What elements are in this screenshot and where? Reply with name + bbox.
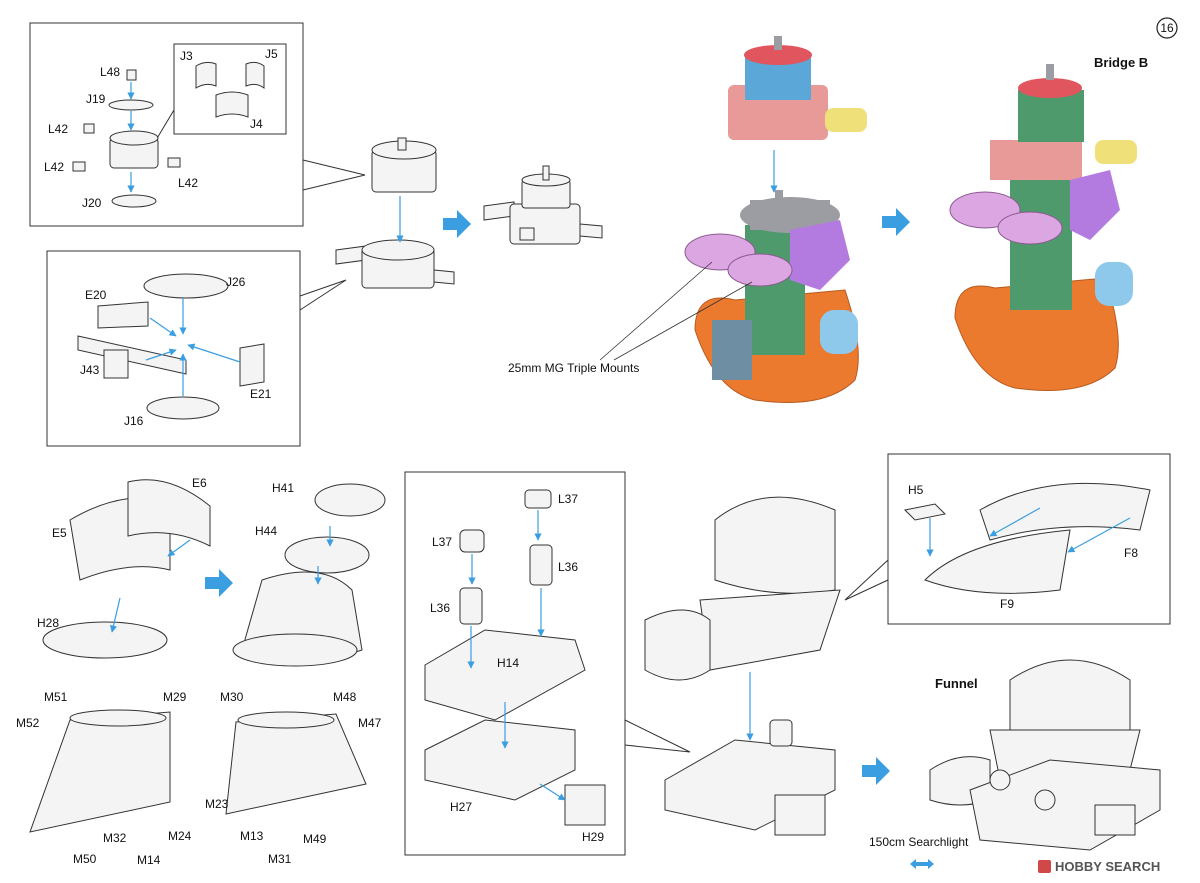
step-arrow-icon	[443, 210, 471, 238]
part-label-l42: L42	[178, 176, 198, 190]
part-label-e5: E5	[52, 526, 67, 540]
page-number-badge: 16	[1156, 17, 1178, 39]
mg-mounts-callout	[599, 261, 753, 361]
double-arrow-icon	[910, 859, 934, 869]
part-label-j4: J4	[250, 117, 263, 131]
part-label-h14: H14	[497, 656, 519, 670]
part-label-e20: E20	[85, 288, 107, 302]
subassembly-box-2: J26 E20 J43 E21 J16	[46, 250, 347, 447]
part-label-l37: L37	[432, 535, 452, 549]
part-label-j5: J5	[265, 47, 278, 61]
part-label-f8: F8	[1124, 546, 1138, 560]
searchlight-callout: 150cm Searchlight	[869, 835, 969, 869]
funnel-assembly	[644, 496, 841, 681]
step-arrow-icon	[205, 569, 233, 597]
pipe-set-right	[225, 711, 367, 815]
funnel-base-assembly	[664, 719, 836, 836]
part-label-l42: L42	[44, 160, 64, 174]
part-label-e6: E6	[192, 476, 207, 490]
subassembly-box-4: H5 F8 F9	[844, 453, 1171, 625]
part-label-j43: J43	[80, 363, 100, 377]
funnel-shell-parts	[42, 479, 211, 659]
bridge-render-left	[684, 36, 867, 403]
bridge-title: Bridge B	[1094, 55, 1148, 70]
part-label-l36: L36	[430, 601, 450, 615]
page-number: 16	[1160, 21, 1174, 35]
part-label-j20: J20	[82, 196, 102, 210]
part-label-j16: J16	[124, 414, 144, 428]
part-label-h28: H28	[37, 616, 59, 630]
brand-logo-icon	[1038, 860, 1051, 873]
part-label-m50: M50	[73, 852, 97, 866]
part-label-m23: M23	[205, 797, 229, 811]
part-label-m13: M13	[240, 829, 264, 843]
bridge-base-assembled	[483, 165, 603, 245]
part-label-j26: J26	[226, 275, 246, 289]
part-label-h27: H27	[450, 800, 472, 814]
part-label-j19: J19	[86, 92, 106, 106]
part-label-h5: H5	[908, 483, 924, 497]
part-label-m52: M52	[16, 716, 40, 730]
part-label-h44: H44	[255, 524, 277, 538]
part-label-m30: M30	[220, 690, 244, 704]
subassembly-box-1: L48 J19 L42 L42 L42 J20 J3 J5 J4	[29, 22, 366, 227]
searchlight-label: 150cm Searchlight	[869, 835, 969, 849]
part-label-m31: M31	[268, 852, 292, 866]
part-label-h41: H41	[272, 481, 294, 495]
part-label-h29: H29	[582, 830, 604, 844]
part-label-m48: M48	[333, 690, 357, 704]
bridge-base-assembly	[335, 137, 455, 289]
part-label-m49: M49	[303, 832, 327, 846]
part-label-m51: M51	[44, 690, 68, 704]
watermark-text: HOBBY SEARCH	[1055, 859, 1160, 874]
bridge-render-right	[949, 64, 1137, 391]
subassembly-box-3: L37 L37 L36 L36 H14 H27 H29	[404, 471, 691, 856]
funnel-shell-assembled	[232, 483, 386, 667]
part-label-m29: M29	[163, 690, 187, 704]
mg-mounts-label: 25mm MG Triple Mounts	[508, 361, 639, 375]
part-label-l48: L48	[100, 65, 120, 79]
part-label-m24: M24	[168, 829, 192, 843]
funnel-title: Funnel	[935, 676, 978, 691]
part-label-m14: M14	[137, 853, 161, 867]
funnel-finished	[929, 659, 1161, 851]
part-label-m47: M47	[358, 716, 382, 730]
step-arrow-icon	[882, 208, 910, 236]
watermark: HOBBY SEARCH	[1038, 859, 1160, 874]
part-label-j3: J3	[180, 49, 193, 63]
part-label-e21: E21	[250, 387, 272, 401]
pipe-set-left	[29, 709, 171, 833]
step-arrow-icon	[862, 757, 890, 785]
part-label-l36: L36	[558, 560, 578, 574]
part-label-f9: F9	[1000, 597, 1014, 611]
part-label-l42: L42	[48, 122, 68, 136]
part-label-l37: L37	[558, 492, 578, 506]
part-label-m32: M32	[103, 831, 127, 845]
